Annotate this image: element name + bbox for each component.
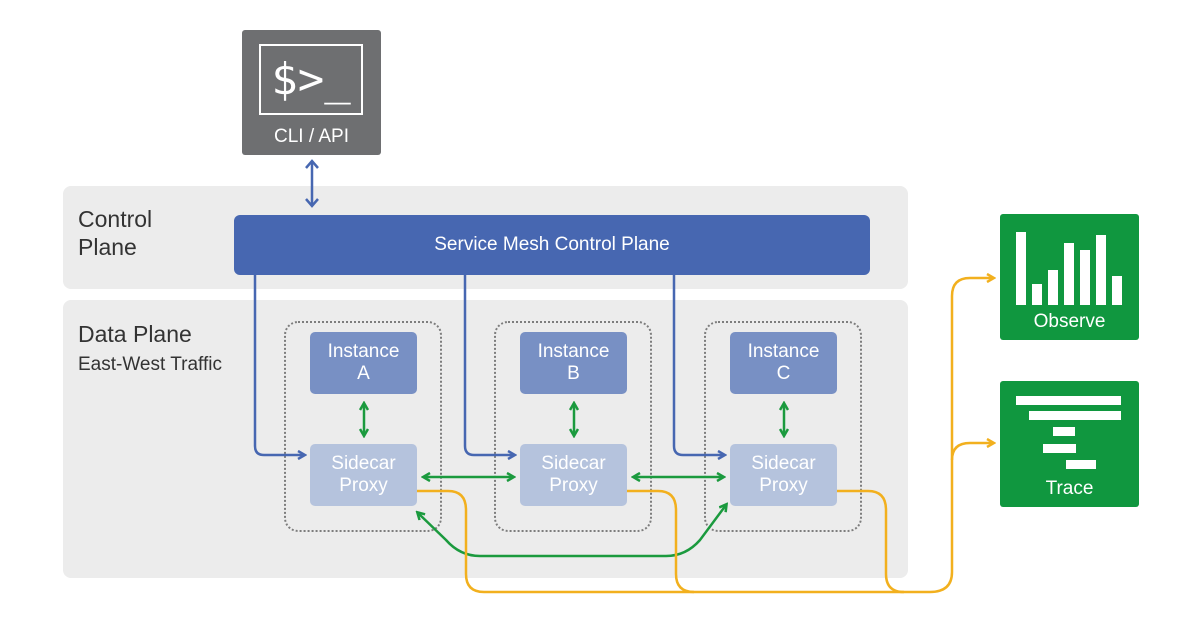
control-plane-label: Service Mesh Control Plane <box>434 234 670 255</box>
bar-chart-icon <box>1016 232 1122 305</box>
trace-card[interactable]: Trace <box>1000 381 1139 507</box>
observe-label: Observe <box>1033 311 1106 332</box>
terminal-icon: $>_ <box>259 44 363 115</box>
telemetry-to-trace <box>950 443 993 461</box>
data-plane-title: Data Plane <box>78 321 192 347</box>
terminal-prompt: $>_ <box>271 54 351 105</box>
telemetry-to-observe <box>929 278 993 594</box>
control-plane-bar[interactable]: Service Mesh Control Plane <box>234 215 870 275</box>
trace-waterfall-icon <box>1016 396 1121 469</box>
data-plane-subtitle: East-West Traffic <box>78 354 222 375</box>
trace-label: Trace <box>1045 478 1094 499</box>
cli-api-box[interactable]: $>_ CLI / API <box>242 30 381 155</box>
observe-card[interactable]: Observe <box>1000 214 1139 340</box>
cli-label: CLI / API <box>274 126 349 147</box>
control-plane-title: Control Plane <box>78 206 153 260</box>
